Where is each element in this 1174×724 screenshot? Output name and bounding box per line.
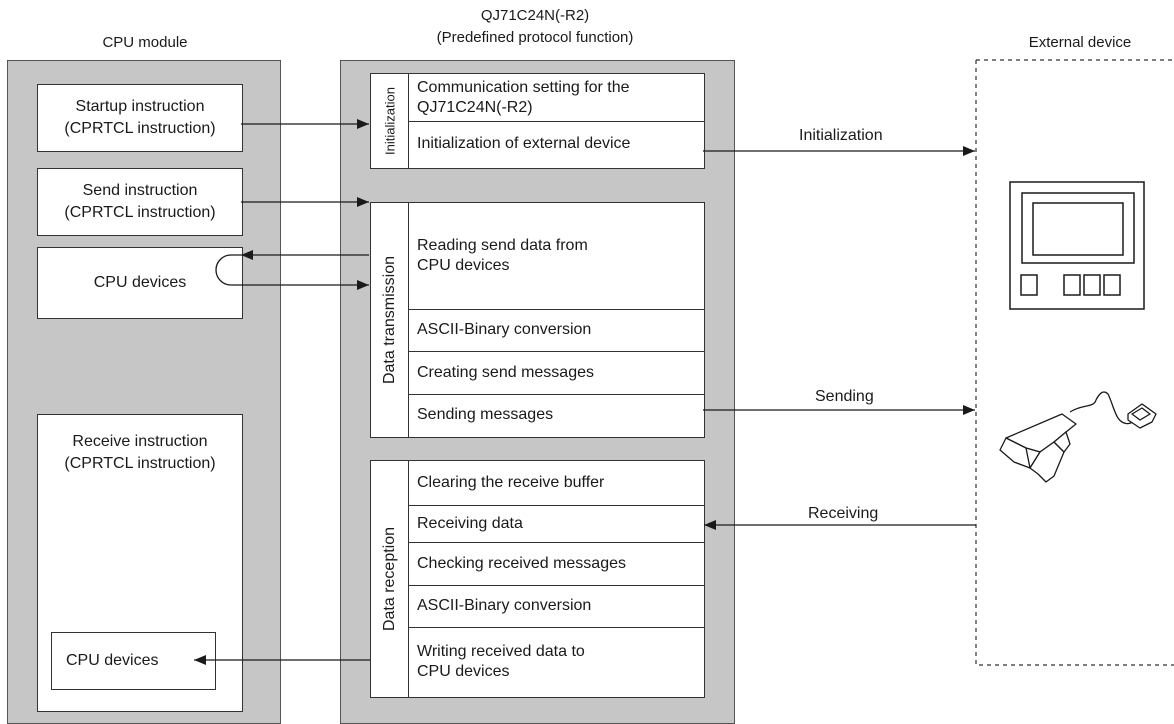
external-device-header: External device: [1028, 34, 1132, 51]
tx-row-sending-messages: Sending messages: [417, 406, 554, 423]
send-instruction-box: Send instruction (CPRTCL instruction): [37, 168, 243, 236]
cpu-devices-top-label: CPU devices: [93, 274, 187, 291]
receiving-flow-label: Receiving: [808, 505, 879, 522]
tx-row-reading-send-data: Reading send data from CPU devices: [417, 237, 588, 274]
rx-row-ascii-binary: ASCII-Binary conversion: [417, 597, 592, 614]
initialization-group: Initialization Communication setting for…: [370, 73, 705, 169]
rx-row-receiving-data: Receiving data: [417, 514, 523, 532]
startup-instruction-box: Startup instruction (CPRTCL instruction): [37, 84, 243, 152]
cpu-devices-top-box: CPU devices: [37, 247, 243, 319]
init-row-communication-setting: Communication setting for the QJ71C24N(-…: [417, 78, 630, 116]
display-panel-icon: [1009, 181, 1145, 310]
rx-row-writing-received-data: Writing received data to CPU devices: [417, 642, 585, 680]
send-instruction-label: Send instruction (CPRTCL instruction): [64, 182, 216, 221]
cpu-module-header: CPU module: [102, 34, 188, 51]
cpu-devices-bottom-label: CPU devices: [66, 652, 159, 669]
data-transmission-label: Data transmission: [371, 203, 409, 437]
receive-instruction-label: Receive instruction (CPRTCL instruction): [64, 433, 216, 472]
tx-row-ascii-binary: ASCII-Binary conversion: [417, 321, 592, 338]
barcode-scanner-icon: [999, 391, 1157, 483]
tx-row-creating-messages: Creating send messages: [417, 363, 594, 381]
data-reception-label: Data reception: [371, 461, 409, 697]
sending-flow-label: Sending: [815, 388, 874, 405]
rx-row-checking-messages: Checking received messages: [417, 554, 626, 572]
qj-module-header-line2: (Predefined protocol function): [436, 29, 634, 46]
data-reception-group: Data reception Clearing the receive buff…: [370, 460, 705, 698]
cpu-devices-bottom-box: CPU devices: [51, 632, 216, 690]
rx-row-clearing-buffer: Clearing the receive buffer: [417, 474, 605, 491]
initialization-flow-label: Initialization: [799, 127, 883, 144]
external-device-boundary: [975, 59, 1174, 666]
initialization-label: Initialization: [371, 74, 409, 168]
init-row-external-device: Initialization of external device: [417, 135, 631, 152]
qj-module-header-line1: QJ71C24N(-R2): [480, 7, 590, 24]
startup-instruction-label: Startup instruction (CPRTCL instruction): [64, 98, 216, 137]
data-transmission-group: Data transmission Reading send data from…: [370, 202, 705, 438]
